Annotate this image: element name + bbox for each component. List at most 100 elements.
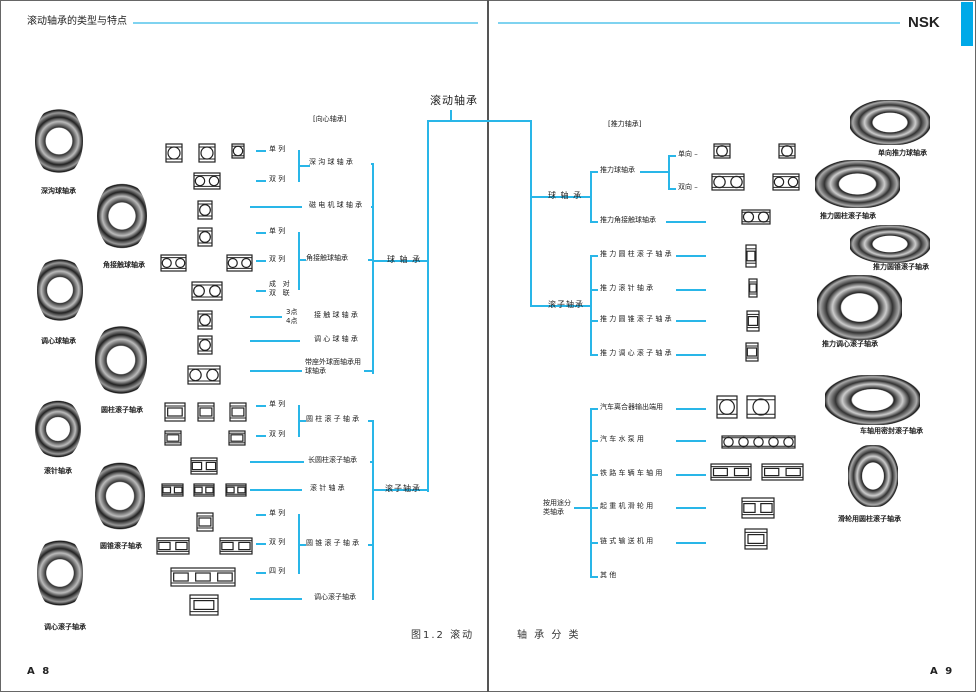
usage-item-label: 链 式 输 送 机 用 (600, 537, 654, 545)
bearing-photo-label: 角接触球轴承 (103, 261, 145, 269)
bearing-schematic-icon (219, 537, 253, 555)
category-label: 角接触球轴承 (306, 254, 348, 262)
bracket-line (372, 163, 374, 374)
bearing-photo-label: 滑轮用圆柱滚子轴承 (838, 515, 901, 523)
bearing-schematic-icon (187, 365, 221, 385)
thrust-roller-label: 滚子轴承 (548, 300, 584, 309)
category-label: 接 触 球 轴 承 (314, 311, 358, 319)
single-row-label: 单 列 (269, 509, 286, 517)
bearing-photo-label: 调心球轴承 (41, 337, 76, 345)
connector-line (676, 408, 706, 410)
bearing-schematic-icon (170, 567, 236, 587)
page-number-right: A 9 (930, 666, 955, 677)
bearing-photo-label: 推力圆锥滚子轴承 (873, 263, 929, 271)
thrust-ball-label: 球 轴 承 (548, 191, 583, 200)
bearing-photo (848, 445, 898, 507)
category-label: 磁 电 机 球 轴 承 (309, 201, 363, 209)
connector-line (676, 542, 706, 544)
connector-line (676, 255, 706, 257)
bearing-photo (825, 375, 920, 425)
connector-line (371, 163, 373, 165)
figure-caption-right: 轴 承 分 类 (517, 630, 581, 641)
connector-line (590, 507, 598, 509)
bearing-schematic-icon (772, 173, 800, 191)
bearing-photo-label: 滚针轴承 (44, 467, 72, 475)
root-label: 滚动轴承 (430, 94, 478, 107)
bearing-schematic-icon (197, 310, 213, 330)
radial-heading: [向心轴承] (313, 115, 347, 123)
bearing-photo-label: 调心滚子轴承 (44, 623, 86, 631)
usage-item-label: 起 重 机 滑 轮 用 (600, 502, 654, 510)
bearing-schematic-icon (197, 402, 215, 422)
bracket-line (372, 420, 374, 600)
bearing-schematic-icon (746, 395, 776, 419)
category-label: 圆 锥 滚 子 轴 承 (306, 539, 360, 547)
connector-line (256, 514, 266, 516)
bracket-line (668, 155, 670, 190)
thrust-roller-type-label: 推 力 滚 针 轴 承 (600, 284, 654, 292)
bearing-schematic-icon (156, 537, 190, 555)
connector-line (256, 405, 266, 407)
bearing-schematic-icon (161, 482, 184, 497)
bearing-schematic-icon (741, 209, 771, 225)
connector-line (676, 320, 706, 322)
bearing-schematic-icon (748, 278, 758, 298)
single-row-label: 单 列 (269, 227, 286, 235)
connector-line (372, 489, 373, 491)
connector-line (590, 354, 598, 356)
bearing-schematic-icon (189, 594, 219, 616)
bearing-schematic-icon (713, 143, 731, 159)
double-row-label: 双 列 (269, 430, 286, 438)
connector-line (368, 544, 373, 546)
connector-line (256, 290, 266, 292)
double-row-label: 双 列 (269, 175, 286, 183)
category-label: 长圆柱滚子轴承 (308, 456, 357, 464)
usage-item-label: 其 他 (600, 571, 617, 579)
connector-line (368, 420, 373, 422)
bearing-schematic-icon (710, 463, 752, 481)
connector-line (256, 232, 266, 234)
bracket-line (450, 110, 452, 122)
connector-line (590, 576, 598, 578)
connector-line (590, 221, 598, 223)
bearing-schematic-icon (225, 482, 247, 497)
connector-line (676, 354, 706, 356)
bracket-line (590, 255, 592, 356)
bearing-schematic-icon (190, 457, 218, 475)
connector-line (373, 260, 427, 262)
page-number-left: A 8 (27, 666, 52, 677)
connector-line (298, 544, 306, 546)
bearing-schematic-icon (711, 173, 745, 191)
four-row-label: 四 列 (269, 567, 286, 575)
bearing-photo (37, 535, 83, 611)
connector-line (676, 507, 706, 509)
connector-line (590, 474, 598, 476)
thrust-ball-bearing-label: 推力球轴承 (600, 166, 635, 174)
usage-item-label: 铁 路 车 辆 车 轴 用 (600, 469, 663, 477)
connector-line (574, 507, 590, 509)
thrust-heading: [推力轴承] (608, 120, 642, 128)
bearing-schematic-icon (160, 254, 187, 272)
connector-line (250, 598, 302, 600)
thrust-roller-type-label: 推 力 调 心 滚 子 轴 承 (600, 349, 672, 357)
double-row-label: 双 列 (269, 538, 286, 546)
category-label: 带座外球面轴承用 球轴承 (305, 358, 361, 375)
usage-item-label: 汽车离合器输出端用 (600, 403, 663, 411)
bracket-line (590, 408, 592, 578)
paired-label: 成 对 双 联 (269, 280, 290, 297)
bearing-photo-label: 深沟球轴承 (41, 187, 76, 195)
bearing-photo (817, 275, 902, 340)
connector-line (590, 542, 598, 544)
category-label: 调 心 球 轴 承 (314, 335, 358, 343)
bearing-schematic-icon (746, 310, 760, 332)
usage-category-label: 按用途分 类轴承 (543, 499, 571, 516)
connector-line (250, 340, 300, 342)
bearing-photo-label: 车轴用密封滚子轴承 (860, 427, 923, 435)
bearing-schematic-icon (741, 497, 775, 519)
bearing-schematic-icon (164, 430, 182, 446)
bearing-photo-label: 推力圆柱滚子轴承 (820, 212, 876, 220)
bearing-schematic-icon (165, 143, 183, 163)
connector-line (256, 572, 266, 574)
connector-line (590, 255, 598, 257)
bracket-line (427, 120, 429, 492)
